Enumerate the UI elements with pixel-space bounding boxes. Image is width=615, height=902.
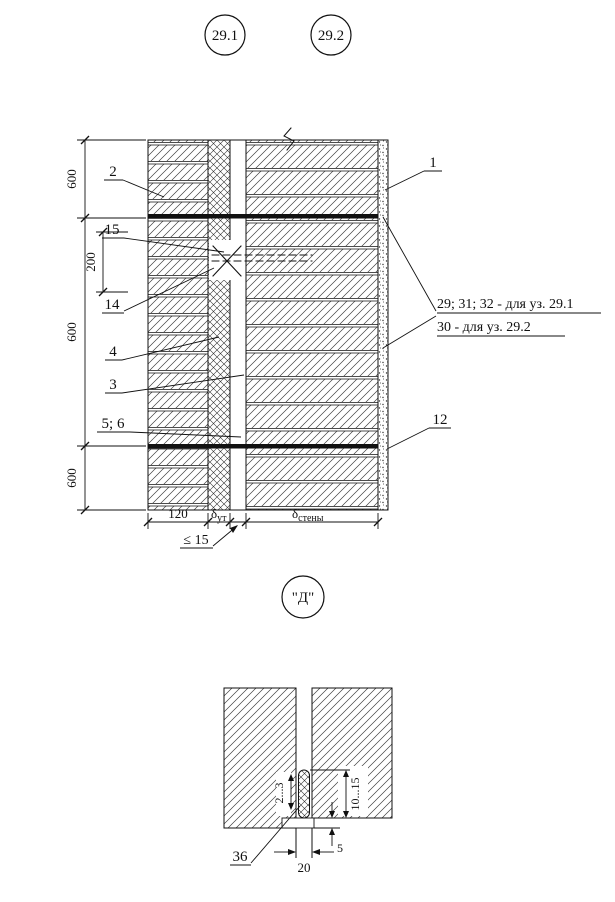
right-callouts: 1 12 29; 31; 32 - для уз. 29.1 30 - для … [382,155,601,450]
dim-delta-steny: δстены [292,506,324,524]
dim-2-3-group [288,774,294,810]
dim-delta-ut: δут [211,506,227,524]
callout-3: 3 [109,377,117,393]
sealant-bead [298,769,310,819]
dim-max-15: ≤ 15 [183,533,208,548]
detail-node-circle [281,575,325,619]
node-label-29-2: 29.2 [318,28,344,44]
dim-5: 5 [337,841,343,855]
callout-2: 2 [109,164,117,180]
dim-clear-zone-right [338,766,368,816]
callout-15-leader [123,237,225,253]
dim-tick [80,213,90,223]
callout-3-leader [121,374,245,394]
dim-200: 200 [83,252,98,272]
dim-tick [225,517,235,527]
callout-36: 36 [233,849,249,865]
callout-36-leader [250,805,301,864]
plaster-strip [377,139,389,511]
tie-band-upper [148,214,378,219]
dim-tick [80,505,90,515]
callout-2-leader [122,179,165,198]
left-callouts: 2 15 14 4 3 5; 6 [97,164,245,438]
callout-14-leader [123,267,215,312]
facing-masonry-courses [148,140,208,510]
dim-600-bottom: 600 [64,468,79,488]
callout-1: 1 [429,155,437,171]
detail-node-bubble: "Д" [281,575,325,619]
max-15-arrowhead [230,525,238,533]
callout-12-leader [386,427,430,450]
main-wall-courses [246,140,378,510]
bottom-dimension-chain [143,513,383,529]
node-circle-29-1 [204,14,246,56]
note-line-2: 30 - для уз. 29.2 [437,320,531,335]
dim-tick [241,517,251,527]
dim-tick [203,517,213,527]
dim-tick [373,517,383,527]
note-leader-upper [382,216,437,312]
callout-14: 14 [105,297,121,313]
air-gap [229,139,247,511]
dim-tick [143,517,153,527]
left-dimension-chain [77,135,146,515]
tie-band-lower [148,444,378,449]
dim-clear-zone-left [276,772,291,816]
note-line-1: 29; 31; 32 - для уз. 29.1 [437,297,574,312]
dim-20-group [274,849,334,855]
dim-120: 120 [168,506,188,521]
insulation-layer [208,140,230,510]
dim-2-3: 2...3 [272,783,286,804]
dim-tick [80,441,90,451]
callout-12: 12 [433,412,448,428]
max-15-callout: ≤ 15 [180,525,238,549]
backing-strip [281,817,315,829]
dim-5-group [314,802,340,846]
detail-node-label: "Д" [292,590,314,606]
callout-5-6-leader [129,431,242,438]
callout-4-leader [121,336,220,361]
dim-10-15: 10...15 [348,778,362,811]
node-circle-29-2 [310,14,352,56]
note-leader-lower [382,315,437,349]
callout-4: 4 [109,344,117,360]
dim-tick [98,227,108,237]
dim-10-15-group [310,769,350,818]
node-bubbles: 29.1 29.2 [204,14,352,56]
joint-detail: 2...3 10...15 5 20 36 [223,687,393,875]
node-label-29-1: 29.1 [212,28,238,44]
wall-section [147,127,389,511]
dim-tick [80,135,90,145]
callout-15: 15 [105,222,120,238]
dim-tick [98,287,108,297]
callout-1-leader [384,170,425,191]
dim-20: 20 [298,860,311,875]
callout-5-6: 5; 6 [102,416,125,432]
dim-600-top: 600 [64,169,79,189]
dim-600-mid: 600 [64,322,79,342]
break-mark [283,127,295,151]
